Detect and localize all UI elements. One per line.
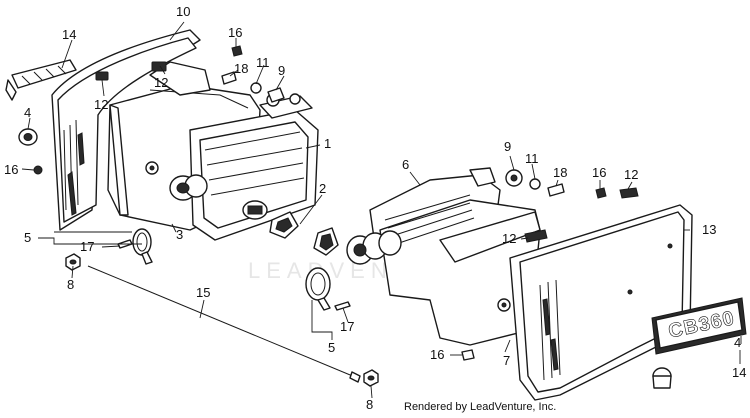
callout-2: 2 (319, 181, 327, 196)
callout-9: 9 (504, 139, 512, 154)
callout-12: 12 (94, 97, 109, 112)
callout-9: 9 (278, 63, 286, 78)
callout-12: 12 (154, 75, 169, 90)
rubber-ring (269, 211, 339, 256)
left-grommet (18, 128, 38, 146)
callout-11: 11 (525, 151, 539, 166)
credit-text: Rendered by LeadVenture, Inc. (404, 401, 557, 413)
callout-15: 15 (196, 285, 211, 300)
callout-17: 17 (340, 319, 355, 334)
left-small-grommet (33, 165, 43, 175)
callout-17: 17 (80, 239, 95, 254)
callout-4: 4 (734, 335, 742, 350)
callout-11: 11 (256, 55, 270, 70)
callout-6: 6 (402, 157, 410, 172)
callout-13: 13 (702, 222, 717, 237)
right-grommet (652, 367, 672, 389)
left-hose-clamp (132, 228, 153, 265)
right-emblem (651, 297, 747, 355)
callout-14: 14 (732, 365, 747, 380)
callout-8: 8 (366, 397, 374, 412)
callout-16: 16 (4, 162, 19, 177)
callout-12: 12 (502, 231, 517, 246)
lower-right-grommet (461, 349, 475, 361)
lower-clamp-screw (334, 301, 351, 311)
callout-16: 16 (228, 25, 243, 40)
callout-5: 5 (328, 340, 336, 355)
left-intake-hose (169, 174, 208, 201)
callout-8: 8 (67, 277, 75, 292)
callout-10: 10 (176, 4, 191, 19)
callout-1: 1 (324, 136, 332, 151)
callout-7: 7 (503, 353, 511, 368)
right-hardware (505, 169, 639, 243)
right-side-cover (509, 204, 693, 401)
callout-16: 16 (430, 347, 445, 362)
left-emblem-strip (5, 59, 77, 101)
callout-12: 12 (624, 167, 639, 182)
left-nut (65, 253, 81, 271)
left-hardware (221, 45, 285, 103)
right-air-cleaner-case (369, 167, 541, 346)
connecting-rod (87, 265, 361, 383)
callout-18: 18 (234, 61, 249, 76)
callout-5: 5 (24, 230, 32, 245)
callout-4: 4 (24, 105, 32, 120)
callout-14: 14 (62, 27, 77, 42)
right-intake-hose (346, 230, 402, 265)
callout-18: 18 (553, 165, 568, 180)
leader-lines (21, 21, 742, 399)
lower-hose-clamp (305, 267, 331, 311)
left-element-cover (189, 93, 319, 241)
lower-nut (363, 369, 379, 387)
callout-3: 3 (176, 227, 184, 242)
callout-16: 16 (592, 165, 607, 180)
